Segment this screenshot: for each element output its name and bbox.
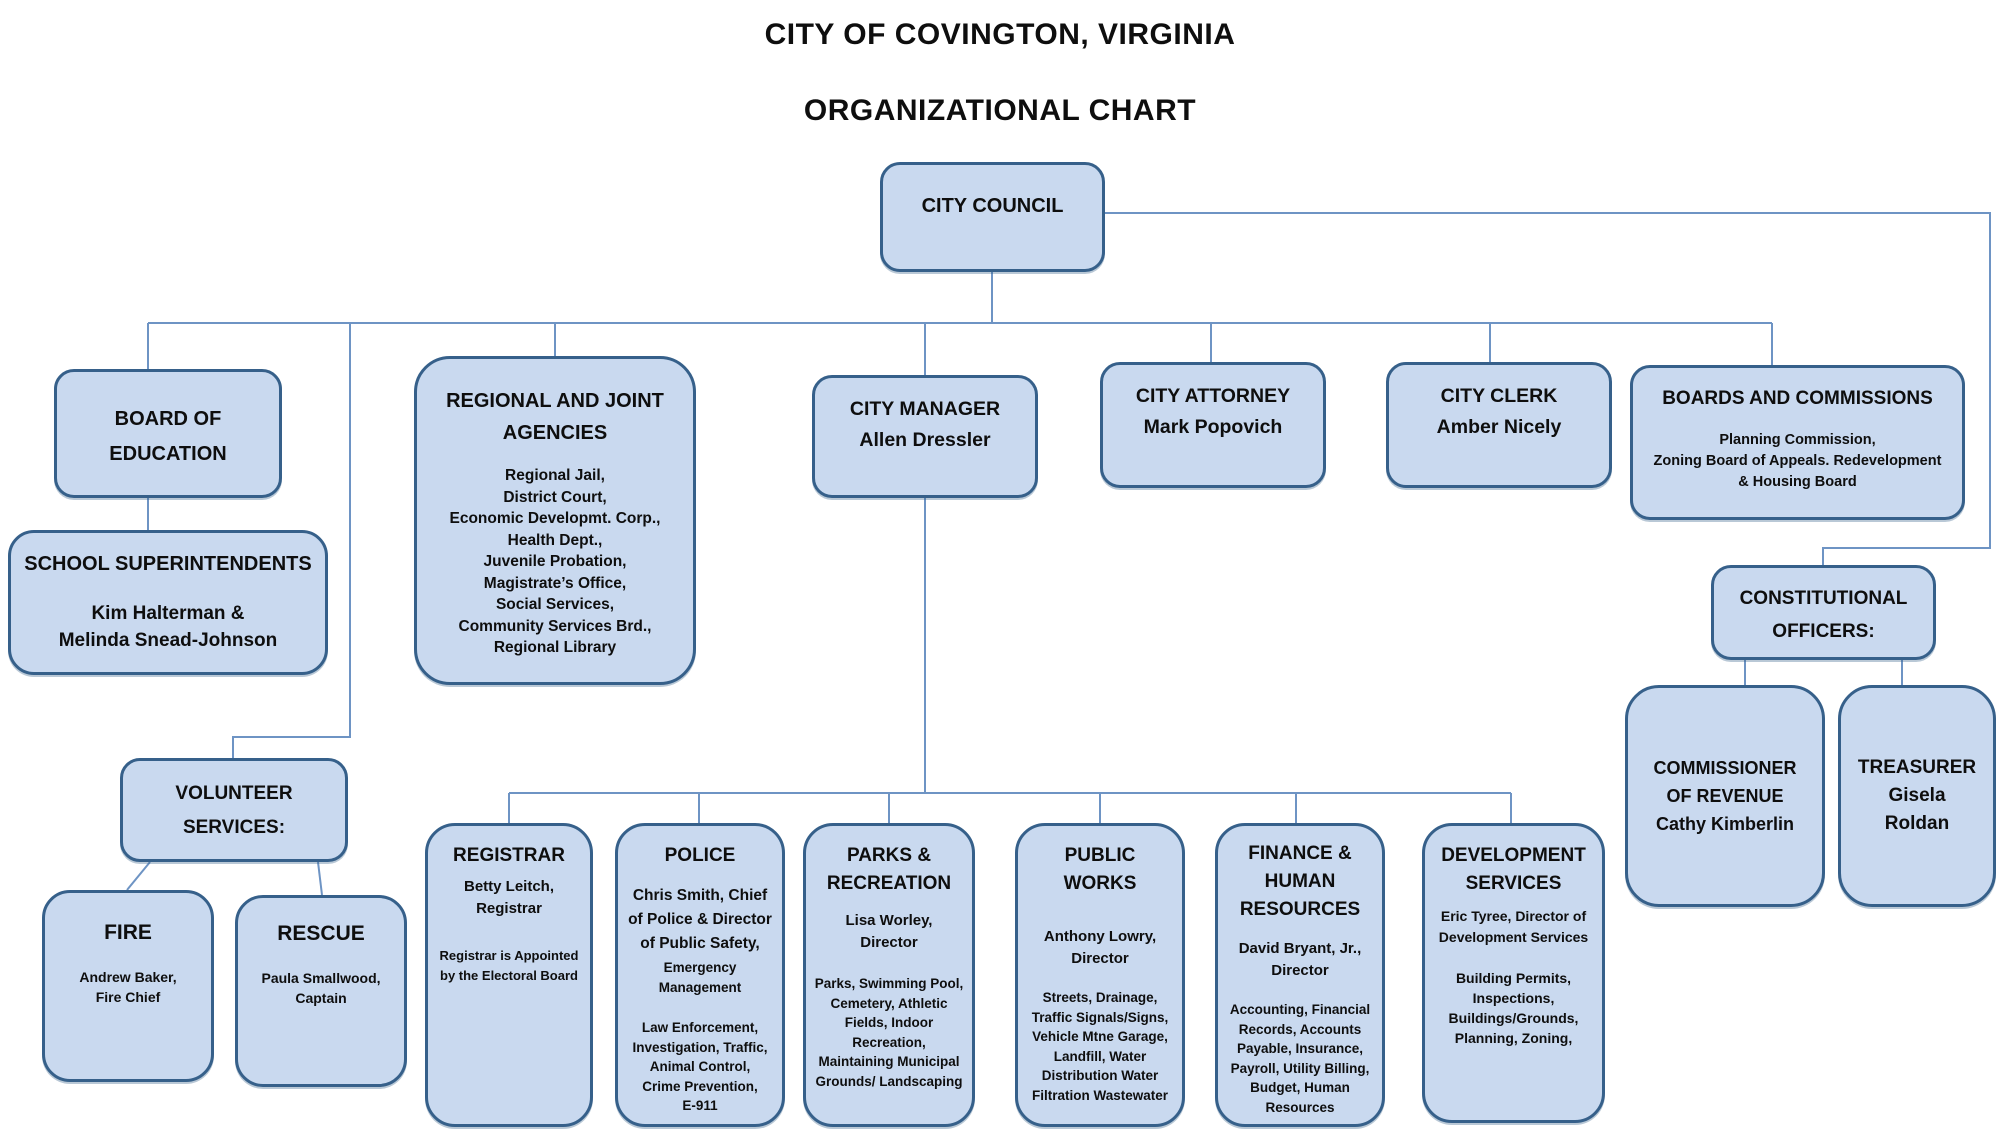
box-title: RESCUE [277, 922, 365, 945]
box-title: FIRE [104, 921, 152, 944]
chart-title: CITY OF COVINGTON, VIRGINIA [764, 18, 1236, 51]
box-body: Accounting, Financial Records, Accounts … [1229, 1002, 1371, 1115]
box-title: CONSTITUTIONAL OFFICERS: [1739, 588, 1908, 642]
volunteer-services-box: VOLUNTEER SERVICES: [120, 758, 348, 862]
city-clerk-box: CITY CLERK Amber Nicely [1386, 362, 1612, 488]
registrar-box: REGISTRAR Betty Leitch, Registrar Regist… [425, 823, 593, 1127]
box-title: TREASURER [1857, 757, 1977, 778]
rescue-box: RESCUE Paula Smallwood, Captain [235, 895, 407, 1087]
box-title: REGISTRAR [453, 845, 565, 866]
box-title: PARKS & RECREATION [826, 845, 952, 894]
box-person: Andrew Baker, Fire Chief [79, 969, 177, 1005]
box-title: SCHOOL SUPERINTENDENTS [24, 553, 312, 575]
box-body: Planning Commission, Zoning Board of App… [1653, 432, 1942, 490]
box-person: Chris Smith, Chief of Police & Director … [628, 887, 772, 952]
board-of-education-box: BOARD OF EDUCATION [54, 369, 282, 498]
city-attorney-box: CITY ATTORNEY Mark Popovich [1100, 362, 1326, 488]
box-body: Kim Halterman & Melinda Snead-Johnson [58, 603, 278, 651]
box-title: CITY CLERK [1440, 385, 1558, 407]
box-title: POLICE [664, 845, 736, 866]
parks-recreation-box: PARKS & RECREATION Lisa Worley, Director… [803, 823, 975, 1127]
school-superintendents-box: SCHOOL SUPERINTENDENTS Kim Halterman & M… [8, 530, 328, 675]
box-person: David Bryant, Jr., Director [1238, 940, 1362, 979]
boards-and-commissions-box: BOARDS AND COMMISSIONS Planning Commissi… [1630, 365, 1965, 520]
city-council-box: CITY COUNCIL [880, 162, 1105, 272]
treasurer-box: TREASURER Gisela Roldan [1838, 685, 1996, 907]
box-body: Law Enforcement, Investigation, Traffic,… [632, 1020, 768, 1113]
box-title: CITY COUNCIL [921, 195, 1064, 217]
box-body: Registrar is Appointed by the Electoral … [439, 948, 579, 983]
box-person: Betty Leitch, Registrar [463, 878, 554, 917]
public-works-box: PUBLIC WORKS Anthony Lowry, Director Str… [1015, 823, 1185, 1127]
development-services-box: DEVELOPMENT SERVICES Eric Tyree, Directo… [1422, 823, 1605, 1123]
box-body: Building Permits, Inspections, Buildings… [1448, 970, 1579, 1046]
fire-box: FIRE Andrew Baker, Fire Chief [42, 890, 214, 1082]
box-person: Eric Tyree, Director of Development Serv… [1438, 908, 1589, 945]
box-title: BOARDS AND COMMISSIONS [1662, 388, 1933, 409]
box-body: Regional Jail, District Court, Economic … [449, 467, 661, 656]
finance-human-resources-box: FINANCE & HUMAN RESOURCES David Bryant, … [1215, 823, 1385, 1127]
box-person: Anthony Lowry, Director [1043, 928, 1157, 967]
box-person-extra: Emergency Management [658, 960, 742, 995]
city-manager-box: CITY MANAGER Allen Dressler [812, 375, 1038, 498]
box-body: Streets, Drainage, Traffic Signals/Signs… [1031, 990, 1169, 1103]
box-title: FINANCE & HUMAN RESOURCES [1239, 843, 1361, 920]
regional-joint-agencies-box: REGIONAL AND JOINT AGENCIES Regional Jai… [414, 356, 696, 685]
box-title: PUBLIC WORKS [1063, 845, 1137, 894]
constitutional-officers-box: CONSTITUTIONAL OFFICERS: [1711, 565, 1936, 660]
box-title: CITY ATTORNEY [1135, 385, 1291, 407]
box-title: DEVELOPMENT SERVICES [1441, 845, 1586, 894]
box-person: Mark Popovich [1143, 416, 1283, 438]
box-person: Allen Dressler [859, 429, 991, 451]
box-title: CITY MANAGER [849, 398, 1001, 420]
box-title: VOLUNTEER SERVICES: [175, 783, 293, 838]
box-person: Amber Nicely [1436, 416, 1562, 438]
box-title: BOARD OF EDUCATION [109, 408, 227, 465]
chart-subtitle: ORGANIZATIONAL CHART [803, 94, 1197, 127]
police-box: POLICE Chris Smith, Chief of Police & Di… [615, 823, 785, 1127]
box-person: Paula Smallwood, Captain [261, 970, 381, 1006]
box-body: Parks, Swimming Pool, Cemetery, Athletic… [814, 976, 964, 1089]
box-person: Gisela Roldan [1884, 785, 1950, 834]
box-person: Lisa Worley, Director [845, 912, 933, 951]
box-person: Cathy Kimberlin [1655, 814, 1795, 834]
box-title: REGIONAL AND JOINT AGENCIES [446, 390, 664, 444]
commissioner-of-revenue-box: COMMISSIONER OF REVENUE Cathy Kimberlin [1625, 685, 1825, 907]
box-title: COMMISSIONER OF REVENUE [1653, 758, 1797, 806]
